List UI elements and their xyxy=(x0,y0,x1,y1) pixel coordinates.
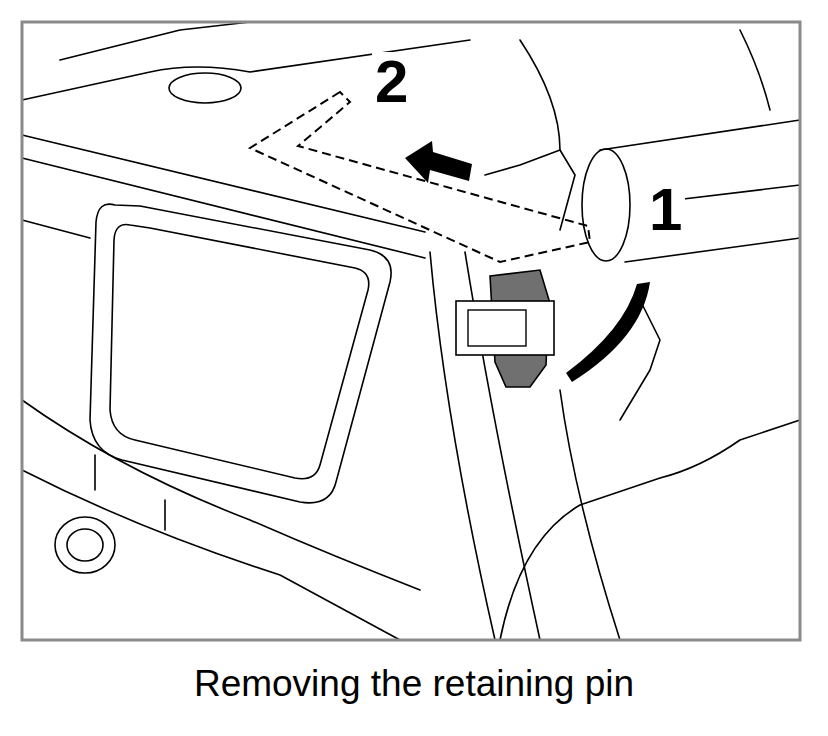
tube-edge xyxy=(675,185,800,200)
pin-clip xyxy=(456,301,554,355)
pin-outline-dashed xyxy=(250,92,590,262)
callout-number: 1 xyxy=(646,180,685,240)
figure-frame xyxy=(22,22,800,640)
window-opening xyxy=(90,204,391,503)
bracket xyxy=(485,150,575,230)
frame-rail xyxy=(22,135,425,232)
panel-edge xyxy=(60,22,250,60)
frame-edge xyxy=(22,470,400,640)
grommet xyxy=(55,517,115,573)
line-art xyxy=(22,22,800,640)
frame-rail xyxy=(22,220,90,238)
pillar-edge xyxy=(560,390,620,640)
tube-edge xyxy=(625,238,800,262)
rotate-arrow xyxy=(566,282,650,382)
hose xyxy=(740,30,770,110)
figure-caption: Removing the retaining pin xyxy=(0,664,828,705)
panel-hole xyxy=(169,73,241,103)
tube-end xyxy=(582,149,630,261)
pin-clip xyxy=(468,310,526,346)
pull-arrow xyxy=(405,141,472,183)
callout-number: 2 xyxy=(372,52,411,112)
tube-edge xyxy=(600,120,800,150)
frame-edge xyxy=(22,400,420,590)
trim-edge xyxy=(500,420,800,640)
grommet xyxy=(67,529,103,561)
hose xyxy=(520,40,560,150)
bracket xyxy=(95,455,165,530)
window-inner xyxy=(110,225,369,479)
